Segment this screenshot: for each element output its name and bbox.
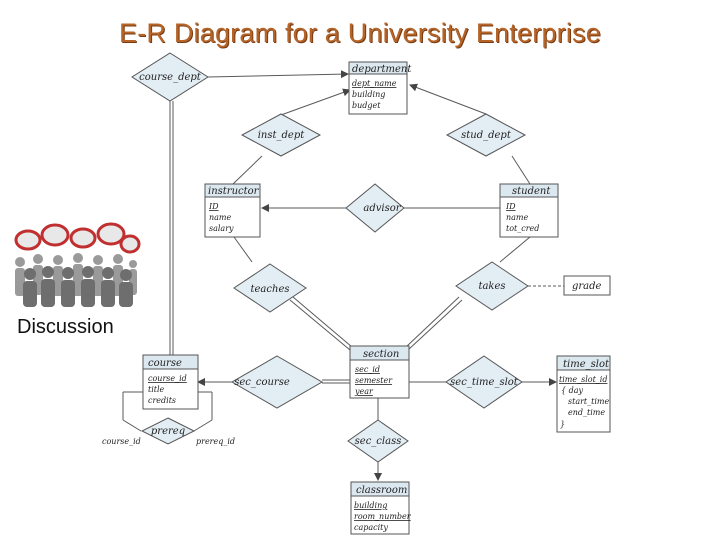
entity-student: student ID name tot_cred [499, 183, 559, 238]
label-prereq: prereq [151, 426, 185, 437]
classroom-attr: capacity [354, 523, 388, 532]
section-attr-pk: year [354, 387, 374, 396]
entity-classroom: classroom building room_number capacity [350, 481, 412, 535]
time-slot-attr: start_time [568, 397, 609, 406]
instructor-attr: name [209, 213, 232, 222]
relationship-inst-dept [240, 113, 322, 157]
entity-time-slot-name: time_slot [563, 359, 610, 370]
student-attr-pk: ID [505, 202, 516, 211]
department-attr: budget [352, 101, 381, 110]
relationship-sec-course [231, 355, 323, 409]
section-attr-pk: sec_id [355, 365, 380, 374]
page-title: E-R Diagram for a University Enterprise [119, 18, 601, 48]
relationship-course-dept [131, 52, 209, 102]
label-advisor: advisor [363, 203, 401, 214]
entity-student-name: student [512, 186, 551, 197]
department-attr-pk: dept_name [352, 79, 397, 88]
relationship-takes [455, 261, 529, 311]
relationship-advisor [345, 183, 405, 233]
course-attr-pk: course_id [148, 374, 187, 383]
instructor-attr: salary [209, 224, 234, 233]
connector-lines [122, 70, 564, 481]
discussion-people-icon [14, 222, 141, 307]
label-inst-dept: inst_dept [258, 130, 306, 141]
course-attr: credits [148, 396, 176, 405]
label-sec-time-slot: sec_time_slot [450, 377, 519, 388]
relationship-teaches [233, 263, 307, 313]
time-slot-attr: { day [561, 386, 584, 395]
label-sec-course: sec_course [234, 377, 290, 388]
student-attr: name [506, 213, 529, 222]
entity-course-name: course [148, 358, 182, 369]
time-slot-attr: } [560, 420, 565, 429]
section-attr-pk: semester [355, 376, 393, 385]
instructor-attr-pk: ID [208, 202, 219, 211]
relationship-labels: course_dept inst_dept stud_dept advisor … [139, 72, 519, 447]
entity-instructor-name: instructor [208, 186, 260, 197]
label-sec-class: sec_class [355, 436, 402, 447]
label-teaches: teaches [251, 284, 290, 295]
grade-attribute-label: grade [572, 281, 602, 292]
classroom-attr-pk: building [354, 501, 387, 510]
entity-department: department dept_name building budget [348, 61, 412, 115]
student-attr: tot_cred [506, 224, 539, 233]
entity-classroom-name: classroom [356, 485, 407, 496]
relationship-sec-time-slot [445, 355, 523, 409]
entity-section-name: section [363, 349, 399, 360]
relationships [131, 52, 529, 463]
department-attr: building [352, 90, 385, 99]
discussion-label: Discussion [17, 316, 114, 338]
relationship-sec-class [347, 419, 409, 463]
label-course-dept: course_dept [139, 72, 202, 83]
relationship-prereq [140, 417, 196, 445]
label-takes: takes [478, 281, 505, 292]
entity-department-name: department [352, 64, 412, 75]
label-stud-dept: stud_dept [461, 130, 512, 141]
course-attr: title [148, 385, 165, 394]
entity-time-slot: time_slot time_slot_id { day start_time … [556, 355, 611, 433]
entity-section: section sec_id semester year [349, 345, 410, 399]
time-slot-attr-pk: time_slot_id [559, 375, 607, 384]
entity-instructor: instructor ID name salary [204, 183, 261, 238]
role-label-prereq-id: prereq_id [196, 437, 235, 446]
classroom-attr-pk: room_number [354, 512, 412, 521]
entity-course: course course_id title credits [142, 354, 199, 410]
relationship-stud-dept [445, 113, 527, 157]
role-label-course-id: course_id [102, 437, 141, 446]
grade-attribute-box [563, 275, 611, 296]
time-slot-attr: end_time [568, 408, 605, 417]
